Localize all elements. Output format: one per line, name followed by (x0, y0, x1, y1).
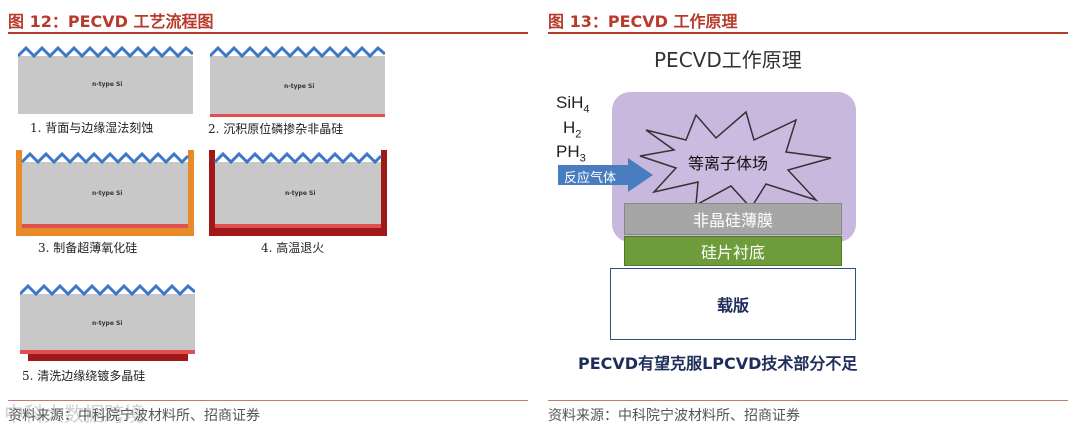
wafer-step-2-graphic (210, 45, 385, 117)
carrier-plate: 载版 (610, 268, 856, 340)
title-rule-right (548, 32, 1068, 34)
gas-arrow-label: 反应气体 (564, 171, 617, 186)
figure-13-title: 图 13：PECVD 工作原理 (548, 12, 738, 31)
wafer-step-3-graphic (16, 150, 194, 236)
source-left: 资料来源：中科院宁波材料所、招商证券 (8, 408, 260, 424)
wafer-label: n-type Si (92, 190, 123, 197)
step-caption: 3. 制备超薄氧化硅 (38, 241, 138, 255)
source-right: 资料来源：中科院宁波材料所、招商证券 (548, 408, 800, 424)
wafer-label: n-type Si (92, 81, 123, 88)
wafer-step-5-graphic (20, 283, 195, 361)
source-rule-right (548, 400, 1068, 401)
step-1: n-type Si 1. 背面与边缘湿法刻蚀 (18, 42, 193, 137)
plasma-burst (639, 110, 832, 210)
wafer-step-4-graphic (209, 150, 387, 236)
diagram-title: PECVD工作原理 (654, 48, 802, 72)
step-4: n-type Si 4. 高温退火 (209, 144, 387, 256)
wafer-step-1-graphic (18, 45, 193, 114)
plasma-label: 等离子体场 (688, 154, 769, 173)
step-3: n-type Si 3. 制备超薄氧化硅 (16, 144, 194, 256)
wafer-label: n-type Si (285, 190, 316, 197)
source-rule-left (8, 400, 528, 401)
step-2: n-type Si 2. 沉积原位磷掺杂非晶硅 (208, 42, 385, 137)
title-rule-left (8, 32, 528, 34)
silicon-substrate-layer: 硅片衬底 (624, 236, 842, 266)
step-caption: 2. 沉积原位磷掺杂非晶硅 (208, 122, 344, 136)
figure-12-title: 图 12：PECVD 工艺流程图 (8, 12, 214, 31)
watermark: 中科大数据跨境 (4, 402, 144, 426)
diagram-note: PECVD有望克服LPCVD技术部分不足 (578, 354, 858, 373)
amorphous-silicon-layer: 非晶硅薄膜 (624, 203, 842, 235)
step-caption: 1. 背面与边缘湿法刻蚀 (30, 121, 154, 135)
step-5: n-type Si 5. 清洗边缘绕镀多晶硅 (20, 276, 195, 384)
gas-ph3: PH3 (556, 142, 586, 165)
wafer-label: n-type Si (284, 83, 315, 90)
step-caption: 4. 高温退火 (261, 241, 325, 255)
gas-arrow-icon (558, 158, 653, 192)
gas-sih4: SiH4 (556, 93, 590, 116)
wafer-label: n-type Si (92, 320, 123, 327)
step-caption: 5. 清洗边缘绕镀多晶硅 (22, 369, 146, 383)
gas-h2: H2 (563, 118, 582, 141)
